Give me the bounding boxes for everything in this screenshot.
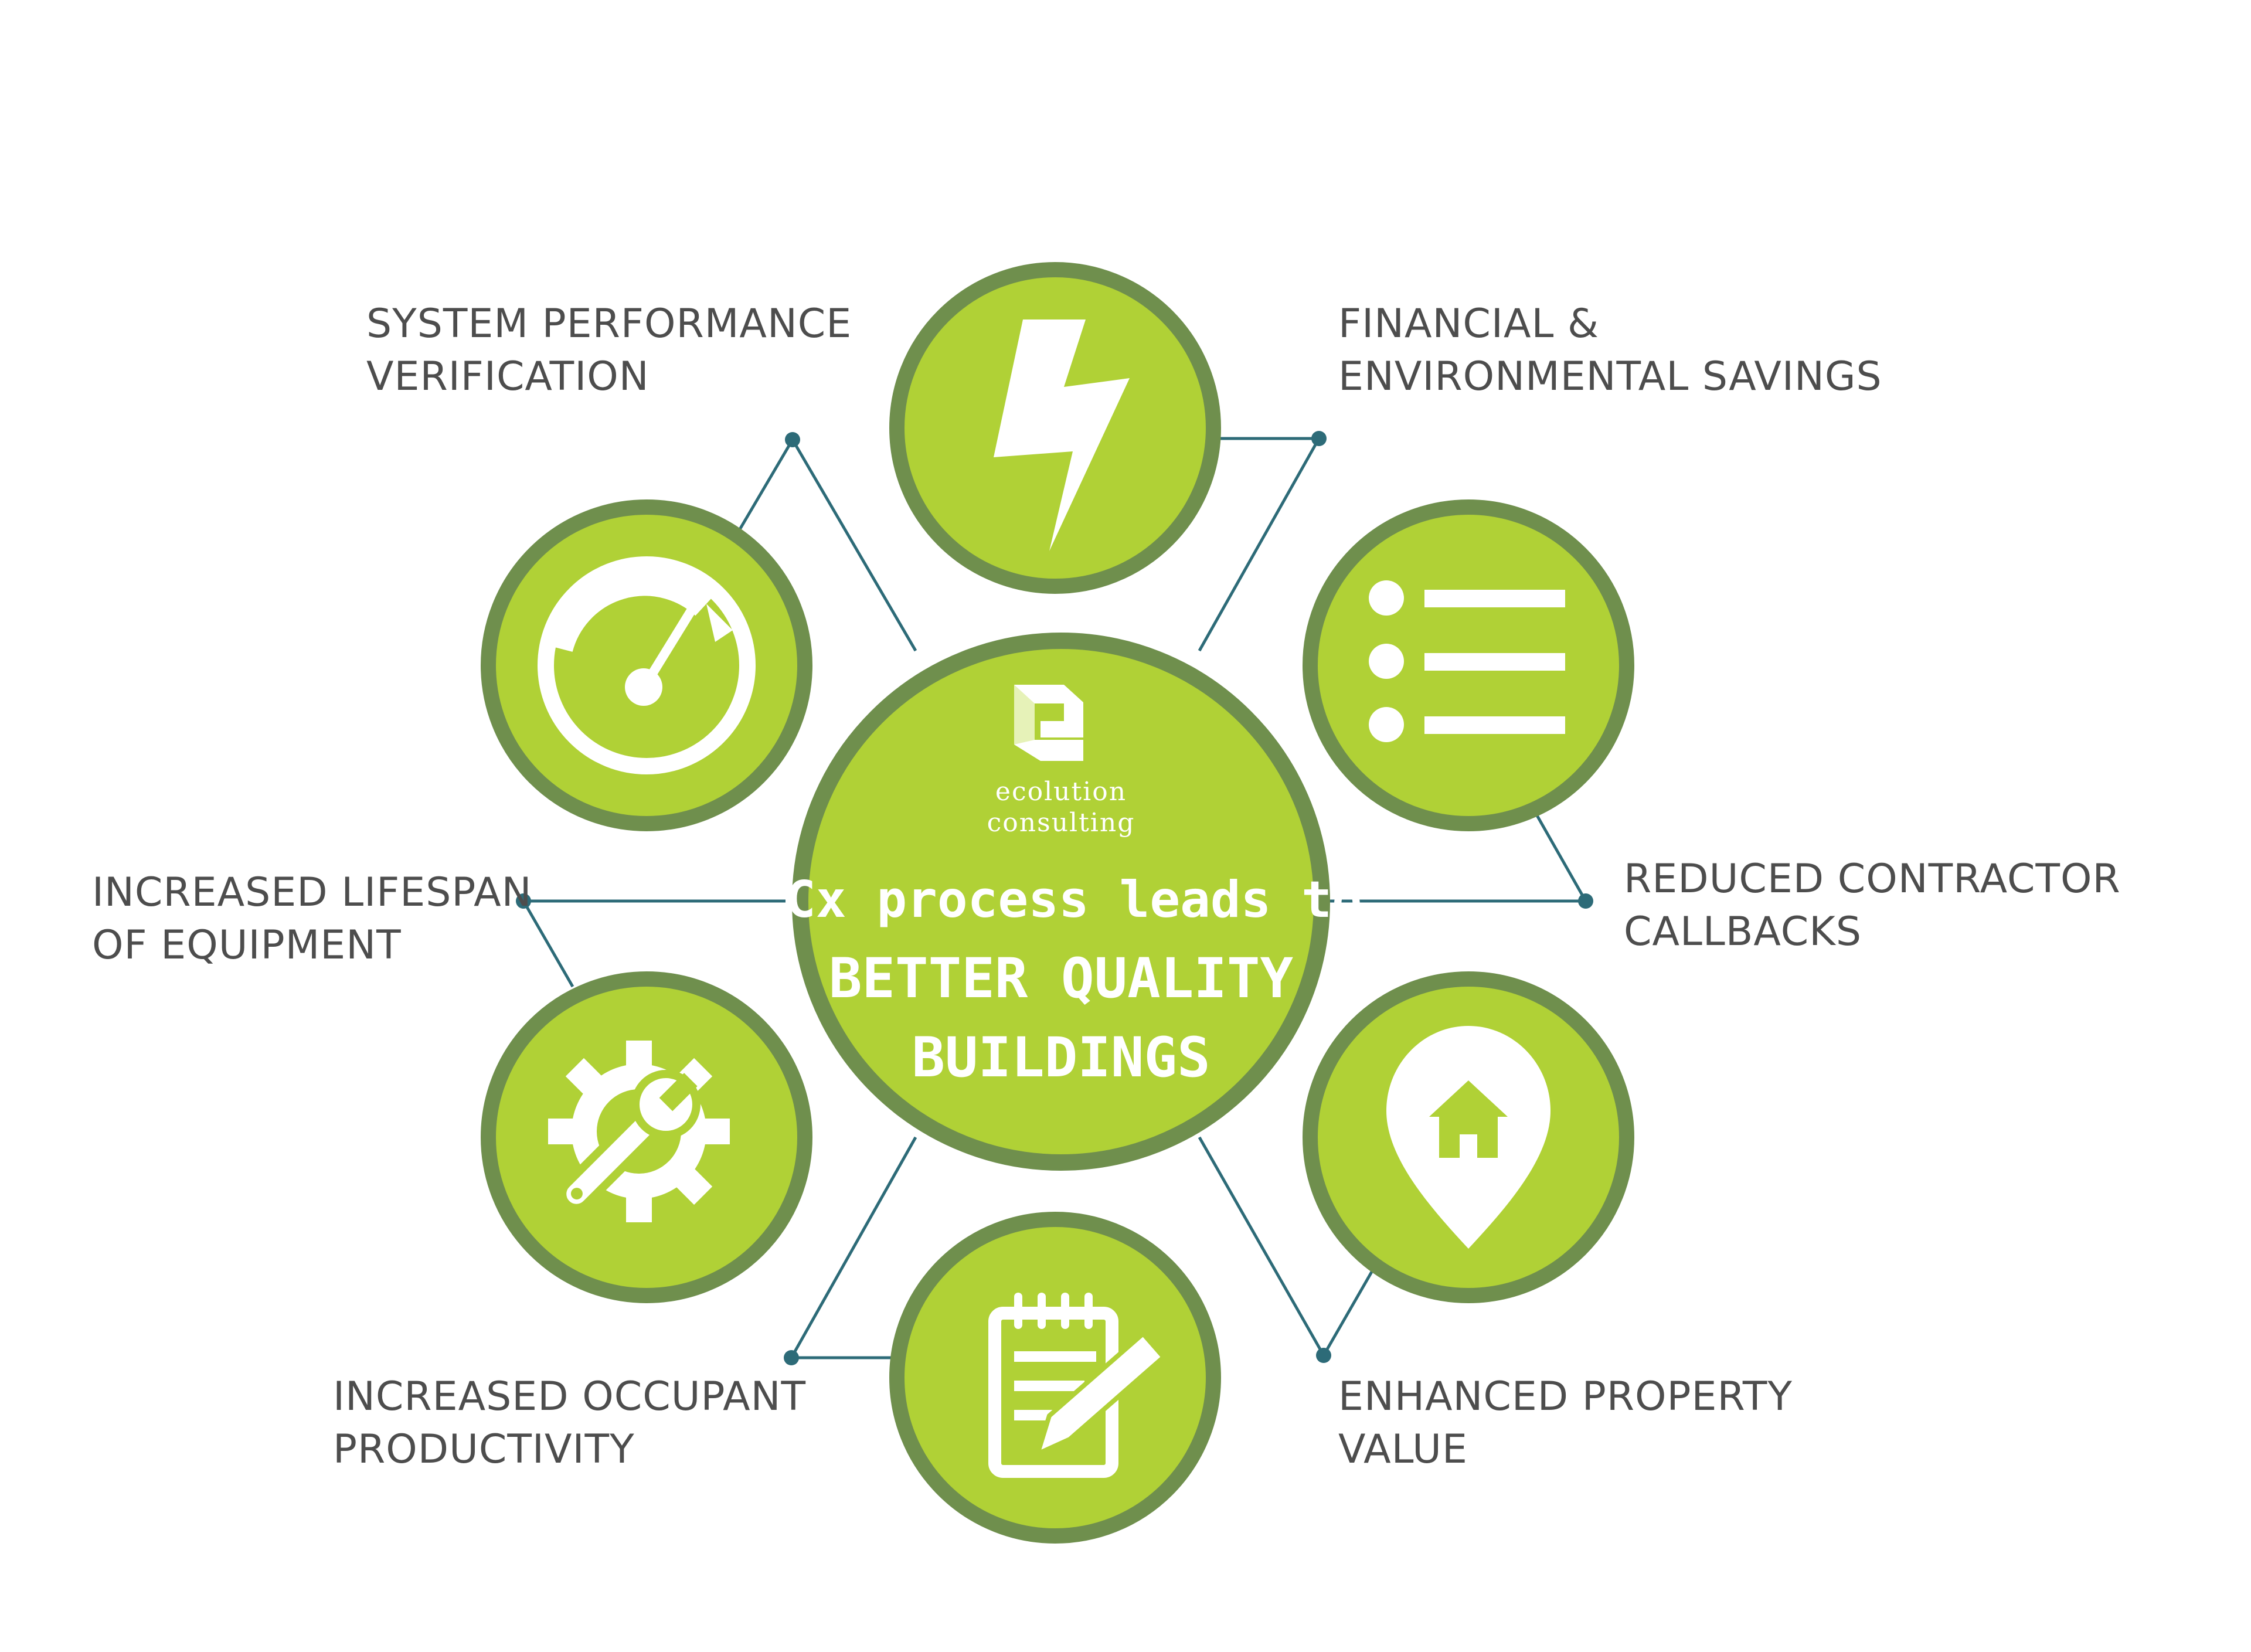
gear-wrench-icon xyxy=(548,1041,730,1222)
label-line: FINANCIAL & xyxy=(1338,301,1599,347)
label-line: SYSTEM PERFORMANCE xyxy=(366,301,852,347)
connector-dot xyxy=(785,432,800,447)
gauge-icon xyxy=(538,556,756,774)
center-line2: BETTER QUALITY xyxy=(828,947,1294,1011)
location-home-icon xyxy=(1386,1026,1550,1249)
label-system-performance: SYSTEM PERFORMANCE VERIFICATION xyxy=(366,298,852,403)
center-circle xyxy=(792,633,1330,1171)
label-line: PRODUCTIVITY xyxy=(333,1426,635,1473)
label-financial-savings: FINANCIAL & ENVIRONMENTAL SAVINGS xyxy=(1338,298,1882,403)
circle-gauge xyxy=(481,499,812,831)
label-line: OF EQUIPMENT xyxy=(92,922,402,968)
connector-dot xyxy=(1311,431,1327,446)
ecolution-logo-icon xyxy=(1014,685,1083,761)
connector-dot xyxy=(1316,1348,1331,1363)
notepad-pencil-icon xyxy=(988,1293,1167,1478)
label-line: VERIFICATION xyxy=(366,353,650,400)
circle-notepad xyxy=(889,1212,1221,1544)
label-line: INCREASED LIFESPAN xyxy=(92,869,532,916)
label-reduced-callbacks: REDUCED CONTRACTOR CALLBACKS xyxy=(1624,853,2121,958)
satellite-circles xyxy=(481,262,1634,1544)
brand-line1: ecolution xyxy=(995,777,1127,807)
center-line1: Cx process leads to xyxy=(786,871,1362,929)
label-property-value: ENHANCED PROPERTY VALUE xyxy=(1338,1371,1793,1476)
connector-dot xyxy=(784,1350,799,1365)
connector-dot xyxy=(516,893,531,909)
lightning-icon xyxy=(994,319,1130,551)
label-line: REDUCED CONTRACTOR xyxy=(1624,856,2121,902)
list-icon xyxy=(1369,580,1565,742)
label-line: INCREASED OCCUPANT xyxy=(333,1374,807,1420)
connector-occupant-productivity xyxy=(788,1136,917,1359)
label-lifespan: INCREASED LIFESPAN OF EQUIPMENT xyxy=(92,866,532,972)
connector-financial-savings xyxy=(1198,437,1322,652)
label-line: CALLBACKS xyxy=(1624,909,1862,955)
brand-line2: consulting xyxy=(987,808,1135,838)
connector-dot xyxy=(1578,893,1593,909)
center-line3: BUILDINGS xyxy=(912,1026,1210,1090)
label-line: ENHANCED PROPERTY xyxy=(1338,1374,1793,1420)
label-line: VALUE xyxy=(1338,1426,1468,1473)
connector-dots xyxy=(516,431,1593,1365)
label-line: ENVIRONMENTAL SAVINGS xyxy=(1338,353,1882,400)
label-occupant-productivity: INCREASED OCCUPANT PRODUCTIVITY xyxy=(333,1371,806,1476)
